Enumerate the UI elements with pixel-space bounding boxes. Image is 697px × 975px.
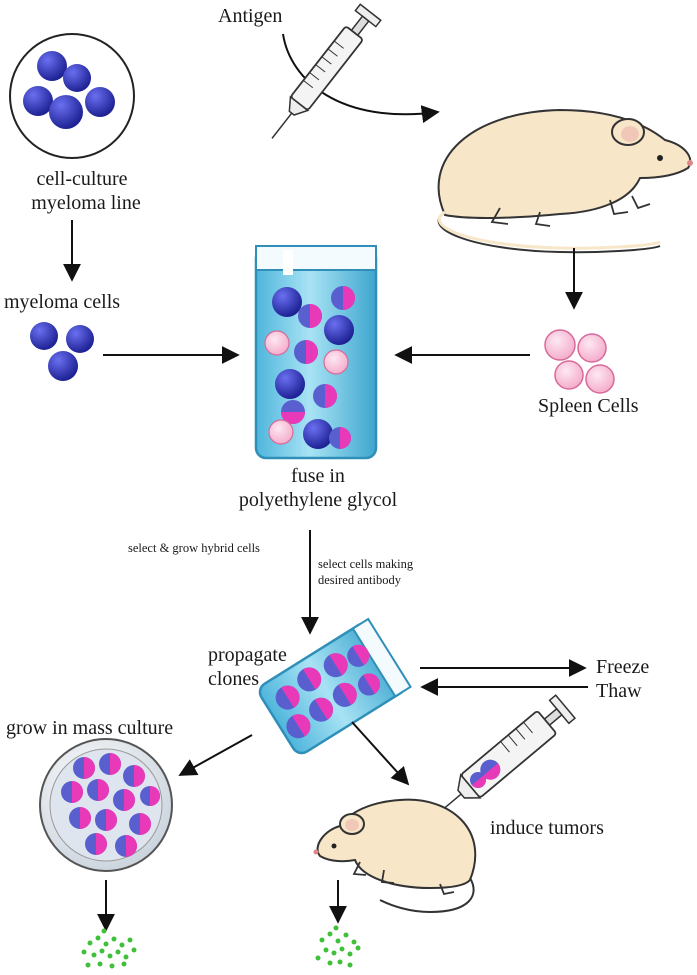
propagate-label: propagate xyxy=(208,644,287,666)
myeloma-line-label: myeloma line xyxy=(31,192,141,214)
spleen-cells xyxy=(544,329,615,394)
mass-culture-dish xyxy=(39,738,173,872)
spleen-cells-label: Spleen Cells xyxy=(538,395,639,417)
arrow-antigen-to-mouse xyxy=(282,33,440,124)
mouse-bottom xyxy=(313,798,477,914)
arrow-clones-to-culture xyxy=(178,734,253,776)
antibody-dots-right xyxy=(315,925,361,968)
select-cells-label-1: select cells making xyxy=(318,557,414,571)
cell-culture-label: cell-culture xyxy=(36,168,127,190)
myeloma-cells xyxy=(30,322,94,381)
myeloma-cells-label: myeloma cells xyxy=(4,291,120,313)
clones-tube xyxy=(258,617,412,755)
clones-label: clones xyxy=(208,668,259,690)
mouse-top xyxy=(437,108,693,254)
syringe-top xyxy=(271,3,382,139)
antibody-dots-left xyxy=(81,928,137,969)
syringe-bottom xyxy=(439,694,577,813)
fuse-in-label: fuse in xyxy=(291,465,345,487)
fusion-tube xyxy=(254,245,378,460)
arrow-clones-to-mouse xyxy=(351,721,410,786)
select-grow-label: select & grow hybrid cells xyxy=(128,541,260,555)
select-cells-label-2: desired antibody xyxy=(318,573,402,587)
freeze-label: Freeze xyxy=(596,656,649,678)
antigen-label: Antigen xyxy=(218,5,282,27)
thaw-label: Thaw xyxy=(596,680,642,702)
peg-label: polyethylene glycol xyxy=(239,489,398,511)
cell-culture-dish xyxy=(9,33,135,159)
induce-tumors-label: induce tumors xyxy=(490,817,604,839)
grow-mass-label: grow in mass culture xyxy=(6,717,173,739)
